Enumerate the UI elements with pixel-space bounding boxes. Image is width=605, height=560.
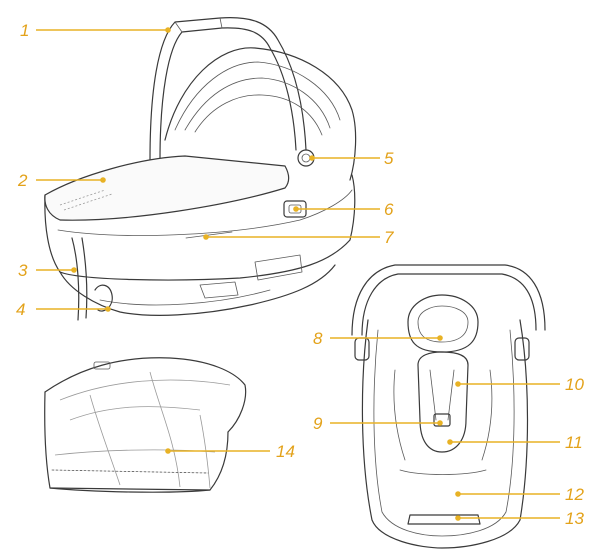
callout-2: 2: [17, 171, 106, 190]
callout-label-2: 2: [17, 171, 28, 190]
callout-label-10: 10: [565, 375, 584, 394]
callout-label-1: 1: [20, 21, 29, 40]
callout-8: 8: [313, 329, 443, 348]
callout-9: 9: [313, 414, 443, 433]
callout-11: 11: [447, 433, 583, 452]
callout-7: 7: [203, 228, 394, 247]
callout-10: 10: [455, 375, 584, 394]
callout-label-9: 9: [313, 414, 323, 433]
callout-14: 14: [165, 442, 295, 461]
callout-label-6: 6: [384, 200, 394, 219]
callout-label-13: 13: [565, 509, 584, 528]
callout-1: 1: [20, 21, 171, 40]
infant-seat-illustration: [351, 264, 546, 549]
callout-label-12: 12: [565, 485, 584, 504]
rain-cover-illustration: [44, 357, 247, 493]
callout-label-3: 3: [18, 261, 28, 280]
callout-label-7: 7: [384, 228, 394, 247]
callout-13: 13: [455, 509, 584, 528]
callout-label-4: 4: [16, 300, 25, 319]
callout-3: 3: [18, 261, 77, 280]
callout-12: 12: [455, 485, 584, 504]
callout-4: 4: [16, 300, 111, 319]
callout-label-8: 8: [313, 329, 323, 348]
callout-label-14: 14: [276, 442, 295, 461]
callout-5: 5: [309, 149, 394, 168]
callout-label-5: 5: [384, 149, 394, 168]
callout-6: 6: [293, 200, 394, 219]
carrycot-illustration: [44, 17, 357, 321]
callout-label-11: 11: [565, 433, 583, 452]
